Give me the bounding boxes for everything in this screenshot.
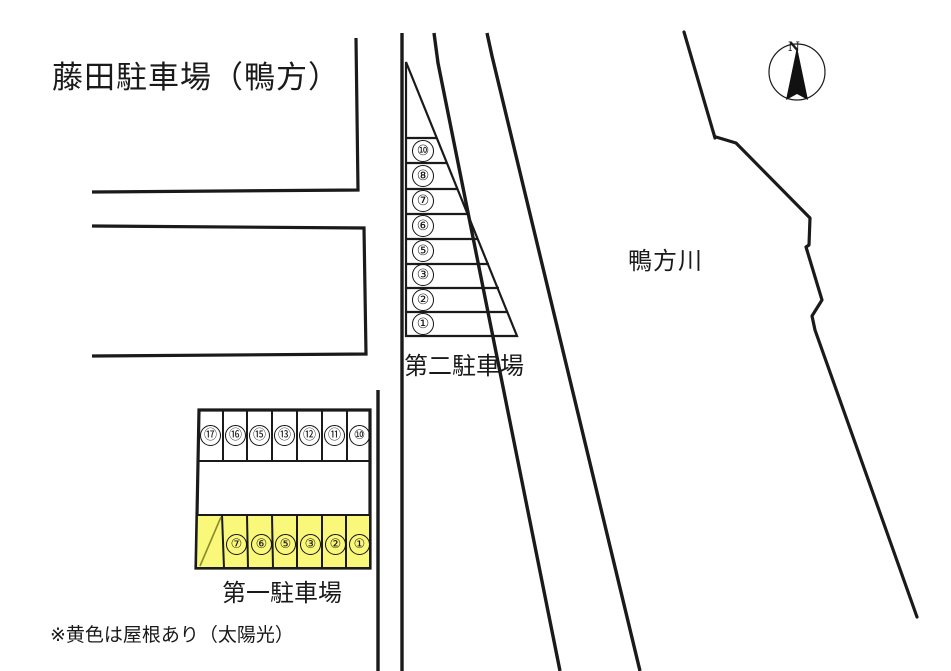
lot1-slot-12[interactable]: ⑫ <box>299 425 320 446</box>
boundary-line-b <box>485 32 642 671</box>
lot1-shape <box>194 408 372 570</box>
lot1-roofed-slot-6[interactable]: ⑥ <box>251 534 272 555</box>
lot1-slot-11[interactable]: ⑪ <box>324 425 345 446</box>
field-boundary-lines <box>432 32 642 671</box>
road-outline-upper-left <box>91 37 360 194</box>
page-title: 藤田駐車場（鴨方） <box>52 60 340 96</box>
lot2-slot-6[interactable]: ⑥ <box>412 215 434 237</box>
lot1-roofed-slot-3[interactable]: ③ <box>300 534 321 555</box>
lot1-hatched-cell-slash <box>199 516 222 567</box>
lot1-roofed-slot-1[interactable]: ① <box>349 534 370 555</box>
lot1-slot-15[interactable]: ⑮ <box>249 425 270 446</box>
lot2-outline <box>404 61 519 338</box>
lot1-label: 第一駐車場 <box>222 579 342 607</box>
lot2-shape <box>404 61 519 338</box>
lot2-slot-7[interactable]: ⑦ <box>412 190 434 212</box>
plot-outline-left <box>91 224 368 358</box>
river-right-bank <box>682 30 919 619</box>
center-road-lines <box>376 33 404 671</box>
lot2-label: 第二駐車場 <box>404 352 524 380</box>
lot2-slot-8[interactable]: ⑧ <box>412 165 434 187</box>
lot1-roofed-slot-5[interactable]: ⑤ <box>275 534 296 555</box>
lot2-slot-1[interactable]: ① <box>412 313 434 335</box>
lot1-roofed-slot-7[interactable]: ⑦ <box>226 534 247 555</box>
lot2-slot-2[interactable]: ② <box>412 289 434 311</box>
river-bank-east <box>682 30 919 619</box>
compass-rose <box>768 43 826 101</box>
roof-legend-note: ※黄色は屋根あり（太陽光） <box>50 624 294 646</box>
lot1-roofed-slot-2[interactable]: ② <box>325 534 346 555</box>
river-label: 鴨方川 <box>628 247 703 275</box>
lot1-slot-13[interactable]: ⑬ <box>274 425 295 446</box>
lot1-bot-div-2 <box>246 514 249 569</box>
lot2-slot-10[interactable]: ⑩ <box>412 140 434 162</box>
compass-north-label: N <box>788 40 800 55</box>
lot1-slot-16[interactable]: ⑯ <box>225 425 246 446</box>
lot1-bot-div-1 <box>221 514 225 569</box>
lot1-slot-17[interactable]: ⑰ <box>200 425 221 446</box>
compass-needle-north <box>786 47 808 100</box>
lot1-slot-10[interactable]: ⑩ <box>349 425 370 446</box>
boundary-line-a <box>432 32 562 671</box>
lot1-bot-div-3 <box>271 514 274 569</box>
lot2-slot-3[interactable]: ③ <box>412 264 434 286</box>
lot2-slot-5[interactable]: ⑤ <box>412 240 434 262</box>
lot1-top-row <box>199 410 370 462</box>
